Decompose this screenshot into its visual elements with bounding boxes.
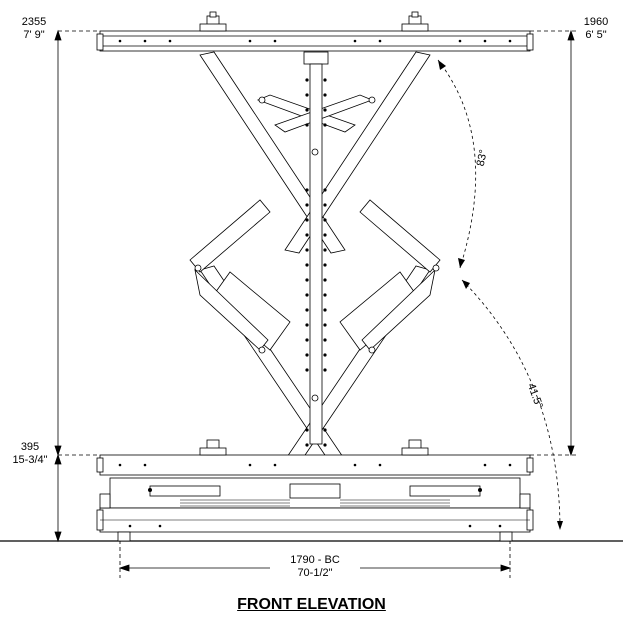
top-platform [96, 11, 534, 65]
base-frame [96, 439, 534, 542]
dim-left-collapsed [54, 445, 62, 465]
collapsed-height-label: 395 15-3/4" [12, 441, 48, 466]
base-holes [118, 463, 512, 528]
extension-lines [58, 30, 578, 578]
centre-chain [309, 63, 323, 445]
angle-arcs [437, 59, 561, 531]
chain-links [305, 78, 327, 447]
pivot-pins [194, 96, 440, 402]
dim-right-height [567, 29, 575, 457]
base-hatching [100, 499, 530, 521]
max-height-label: 2355 7' 9" [21, 16, 47, 41]
platform-height-label: 1960 6' 5" [583, 16, 609, 41]
drawing-title: FRONT ELEVATION [237, 596, 386, 613]
base-width-label: 1790 - BC 70-1/2" [270, 554, 360, 580]
dim-left-height [54, 29, 62, 543]
top-platform-holes [118, 39, 512, 43]
